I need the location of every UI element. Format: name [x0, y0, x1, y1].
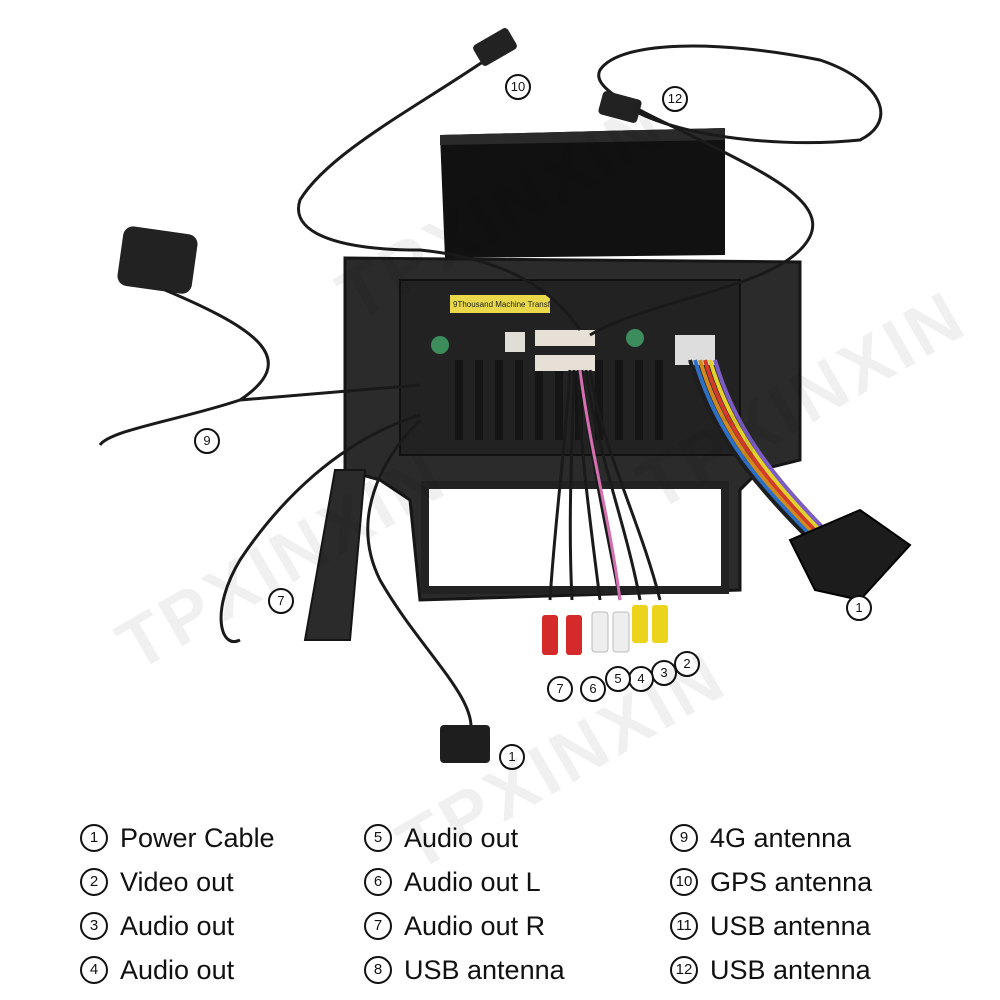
callout-7: 7 [547, 676, 573, 702]
legend-label: Audio out [120, 954, 235, 985]
sticker-text: 9Thousand Machine Transformer [453, 300, 571, 309]
frame-opening [421, 481, 729, 594]
legend-label: Power Cable [120, 822, 275, 853]
legend-number: 4 [80, 956, 108, 984]
legend-item: 1 Power Cable [80, 816, 275, 860]
callout-2: 2 [674, 651, 700, 677]
legend-number: 8 [364, 956, 392, 984]
legend-item: 12 USB antenna [670, 948, 872, 992]
usb-cable-11 [297, 48, 582, 331]
legend-number: 9 [670, 824, 698, 852]
callout-1-harness: 1 [846, 595, 872, 621]
callout-11: 10 [505, 74, 531, 100]
callout-12: 12 [662, 86, 688, 112]
callout-5: 5 [605, 666, 631, 692]
legend-label: USB antenna [710, 954, 871, 985]
legend-number: 11 [670, 912, 698, 940]
power-harness [688, 359, 837, 542]
legend-label: USB antenna [710, 910, 871, 941]
legend-item: 4 Audio out [80, 948, 275, 992]
callout-10: 9 [194, 428, 220, 454]
usb-cable-12 [589, 44, 883, 337]
usb-cable-lower [366, 418, 473, 736]
legend-item: 6 Audio out L [364, 860, 565, 904]
legend-label: GPS antenna [710, 866, 873, 897]
legend-label: Video out [120, 866, 234, 897]
legend-column-2: 5 Audio out 6 Audio out L 7 Audio out R 8 US… [364, 816, 565, 992]
screen-panel [440, 128, 725, 258]
legend-item: 7 Audio out R [364, 904, 565, 948]
legend-label: 4G antenna [710, 822, 852, 853]
legend-number: 2 [80, 868, 108, 896]
legend-item: 9 4G antenna [670, 816, 872, 860]
rca-cable-bundle [548, 369, 662, 601]
legend-number: 12 [670, 956, 698, 984]
legend-item: 8 USB antenna [364, 948, 565, 992]
legend-number: 7 [364, 912, 392, 940]
legend-label: Audio out L [404, 866, 541, 897]
legend-label: Audio out R [404, 910, 546, 941]
product-photo: 9Thousand Machine Transformer [98, 28, 912, 763]
callout-9: 7 [268, 588, 294, 614]
legend-number: 6 [364, 868, 392, 896]
legend-number: 3 [80, 912, 108, 940]
connector-block [535, 330, 595, 346]
legend-item: 5 Audio out [364, 816, 565, 860]
legend-label: USB antenna [404, 954, 565, 985]
legend-label: Audio out [120, 910, 235, 941]
legend-number: 10 [670, 868, 698, 896]
product-sticker [450, 295, 550, 313]
legend-item: 3 Audio out [80, 904, 275, 948]
callout-6: 6 [580, 676, 606, 702]
callout-1-usb: 1 [499, 744, 525, 770]
legend-item: 10 GPS antenna [670, 860, 872, 904]
legend-item: 2 Video out [80, 860, 275, 904]
rca-plugs [542, 605, 668, 655]
iso-connector [788, 508, 912, 602]
legend-item: 11 USB antenna [670, 904, 872, 948]
4g-antenna-cable [219, 413, 421, 643]
legend-label: Audio out [404, 822, 519, 853]
legend-number: 5 [364, 824, 392, 852]
gps-antenna [117, 226, 198, 294]
legend-number: 1 [80, 824, 108, 852]
